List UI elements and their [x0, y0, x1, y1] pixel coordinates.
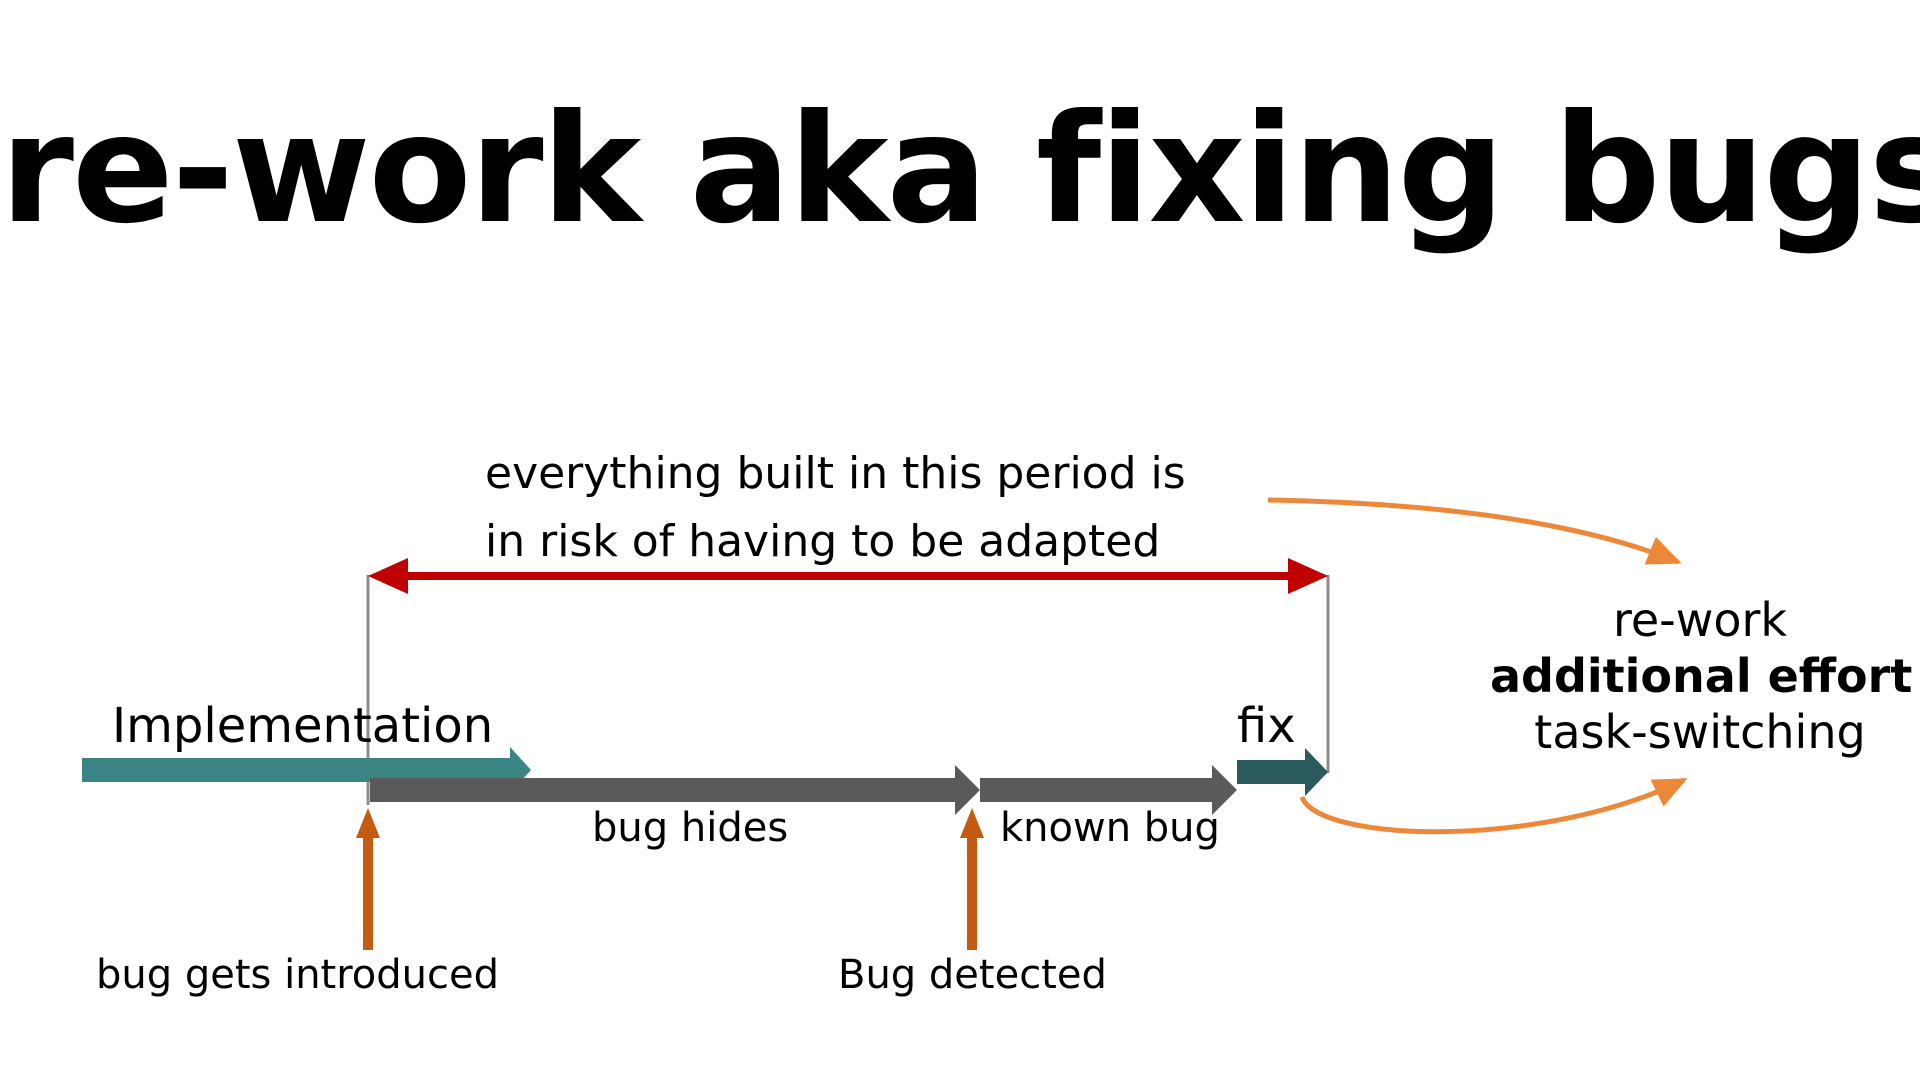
period-label: everything built in this period is in ri… [485, 440, 1186, 576]
fix-label: fix [1237, 698, 1296, 754]
outcome-additional-effort: additional effort [1490, 649, 1913, 703]
implementation-label: Implementation [112, 698, 494, 754]
bug-introduced-label: bug gets introduced [96, 952, 500, 998]
period-to-outcome-arrow [1267, 497, 1682, 565]
period-label-line1: everything built in this period is [485, 448, 1186, 499]
detected-arrow-head [960, 808, 984, 838]
slide-title: re-work aka fixing bugs [0, 83, 1920, 257]
known-bug-label: known bug [1000, 805, 1220, 851]
bug-hides-label: bug hides [592, 805, 789, 851]
fix-to-outcome-arrow [1299, 777, 1688, 835]
introduced-arrow-head [356, 808, 380, 838]
bug-detected-label: Bug detected [838, 952, 1107, 998]
outcome-rework: re-work [1612, 593, 1788, 647]
period-label-line2: in risk of having to be adapted [485, 516, 1161, 567]
bug-hides-arrow [370, 765, 980, 815]
introduced-arrow-shaft [363, 835, 373, 950]
fix-arrow [1237, 748, 1328, 796]
outcome-box: re-work additional effort task-switching [1490, 592, 1913, 760]
period-arrowhead-right [1288, 558, 1328, 594]
known-bug-arrow [980, 765, 1237, 815]
period-arrowhead-left [368, 558, 408, 594]
detected-arrow-shaft [967, 835, 977, 950]
outcome-task-switching: task-switching [1534, 705, 1866, 759]
